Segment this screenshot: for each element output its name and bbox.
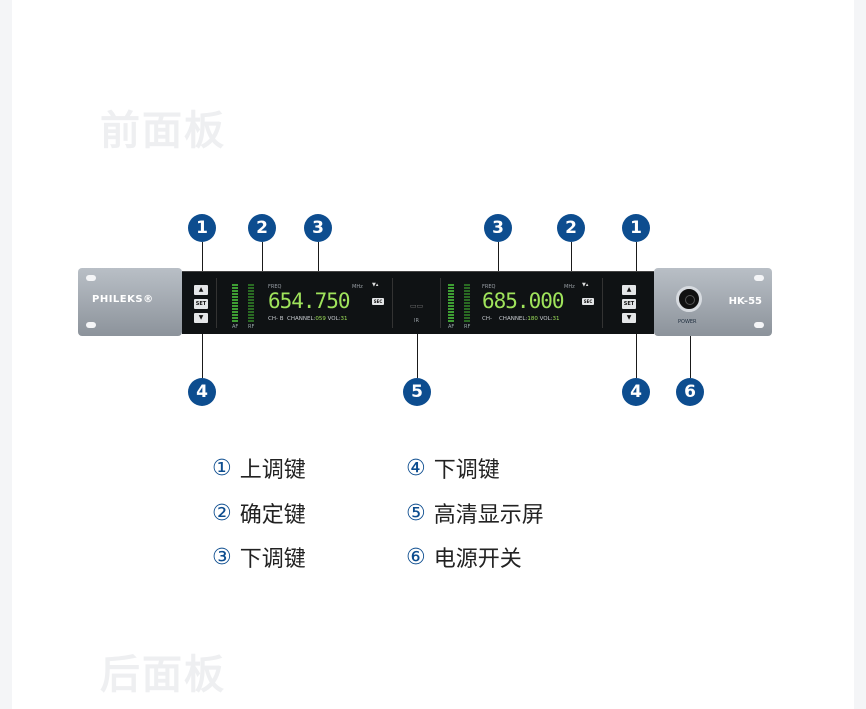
antenna-icon: ▼▴ <box>582 282 589 288</box>
leader-line <box>202 322 203 378</box>
sec-tag-right: SEC <box>582 298 594 305</box>
model-name: HK-55 <box>728 296 762 307</box>
badge-up-left: 1 <box>188 214 216 242</box>
display-panel: ▲ SET ▼ AF RF FREQ MHz 654.750 CH- B CHA… <box>182 271 654 334</box>
af-meter-left <box>232 284 238 322</box>
rf-meter-right <box>464 284 470 322</box>
ir-label: IR <box>414 318 419 324</box>
freq-label-right: FREQ <box>482 284 496 290</box>
down-button-right[interactable]: ▼ <box>622 313 636 323</box>
frequency-readout-left: 654.750 <box>268 289 351 313</box>
receiver-front-panel: PHILEKS® ▲ SET ▼ AF RF FREQ MHz 654.750 … <box>78 268 772 336</box>
leader-line <box>636 242 637 290</box>
channel-row-right: CH- CHANNEL:180 VOL:31 <box>482 316 560 322</box>
left-rack-ear: PHILEKS® <box>78 268 182 336</box>
freq-label-left: FREQ <box>268 284 282 290</box>
badge-display-right: 3 <box>484 214 512 242</box>
unit-label-left: MHz <box>352 284 363 290</box>
unit-label-right: MHz <box>564 284 575 290</box>
leader-line <box>571 242 572 298</box>
rf-label-right: RF <box>464 324 471 330</box>
rf-meter-left <box>248 284 254 322</box>
af-meter-right <box>448 284 454 322</box>
channel-row-left: CH- B CHANNEL:059 VOL:31 <box>268 316 348 322</box>
af-label-left: AF <box>232 324 239 330</box>
af-label-right: AF <box>448 324 455 330</box>
leader-line <box>636 322 637 378</box>
brand-logo: PHILEKS® <box>92 294 154 305</box>
rf-label-left: RF <box>248 324 255 330</box>
up-button-left[interactable]: ▲ <box>194 285 208 295</box>
badge-set-right: 2 <box>557 214 585 242</box>
set-button-right[interactable]: SET <box>622 299 636 309</box>
ir-window-icon: ▭▭ <box>410 302 424 310</box>
down-button-left[interactable]: ▼ <box>194 313 208 323</box>
leader-line <box>417 322 418 378</box>
rear-panel-watermark: 后面板 <box>100 652 226 698</box>
leader-line <box>690 318 691 378</box>
power-switch[interactable] <box>676 286 702 312</box>
badge-up-right: 1 <box>622 214 650 242</box>
antenna-icon: ▼▴ <box>372 282 379 288</box>
badge-power: 6 <box>676 378 704 406</box>
right-rack-ear: POWER HK-55 <box>654 268 772 336</box>
leader-line <box>202 242 203 290</box>
leader-line <box>498 242 499 282</box>
front-panel-watermark: 前面板 <box>100 108 226 154</box>
badge-display-left: 3 <box>304 214 332 242</box>
badge-down-right: 4 <box>622 378 650 406</box>
badge-set-left: 2 <box>248 214 276 242</box>
product-page: 前面板 后面板 1 2 3 3 2 1 4 5 4 6 PHILEKS® ▲ S… <box>12 0 854 709</box>
badge-display: 5 <box>403 378 431 406</box>
power-label: POWER <box>678 319 697 325</box>
sec-tag-left: SEC <box>372 298 384 305</box>
set-button-left[interactable]: SET <box>194 299 208 309</box>
up-button-right[interactable]: ▲ <box>622 285 636 295</box>
badge-down-left: 4 <box>188 378 216 406</box>
frequency-readout-right: 685.000 <box>482 289 565 313</box>
